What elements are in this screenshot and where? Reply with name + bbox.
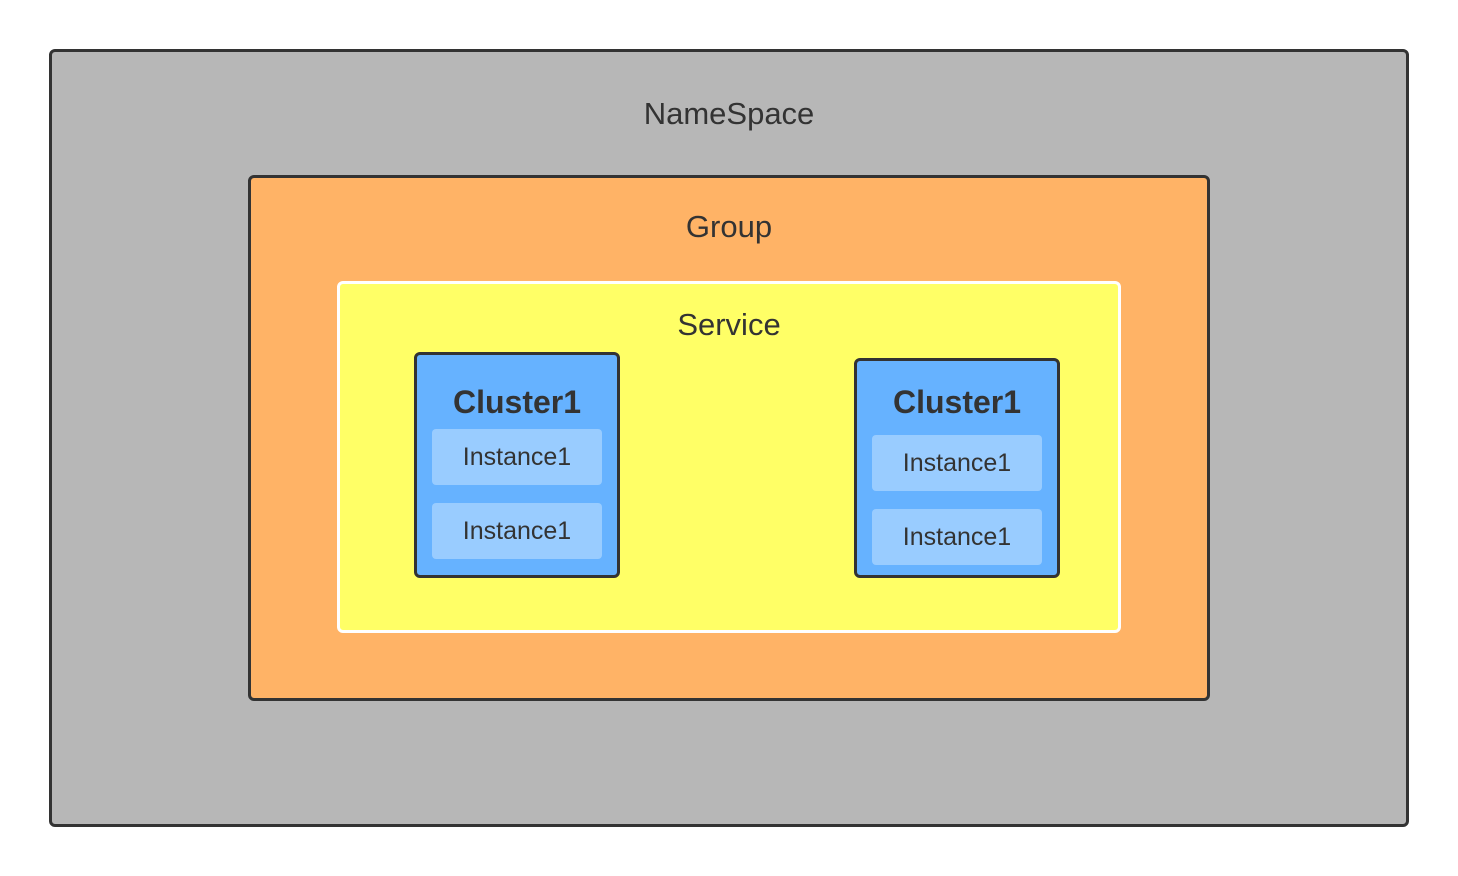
cluster-box-2: Cluster1 Instance1 Instance1 xyxy=(854,358,1060,578)
instance-box: Instance1 xyxy=(872,509,1042,565)
instance-box: Instance1 xyxy=(432,429,602,485)
instance-box: Instance1 xyxy=(432,503,602,559)
service-label: Service xyxy=(677,307,781,342)
cluster-box-1: Cluster1 Instance1 Instance1 xyxy=(414,352,620,578)
cluster-label: Cluster1 xyxy=(452,384,582,420)
cluster-label: Cluster1 xyxy=(892,384,1022,420)
group-label: Group xyxy=(685,209,773,244)
namespace-label: NameSpace xyxy=(643,96,815,131)
instance-box: Instance1 xyxy=(872,435,1042,491)
